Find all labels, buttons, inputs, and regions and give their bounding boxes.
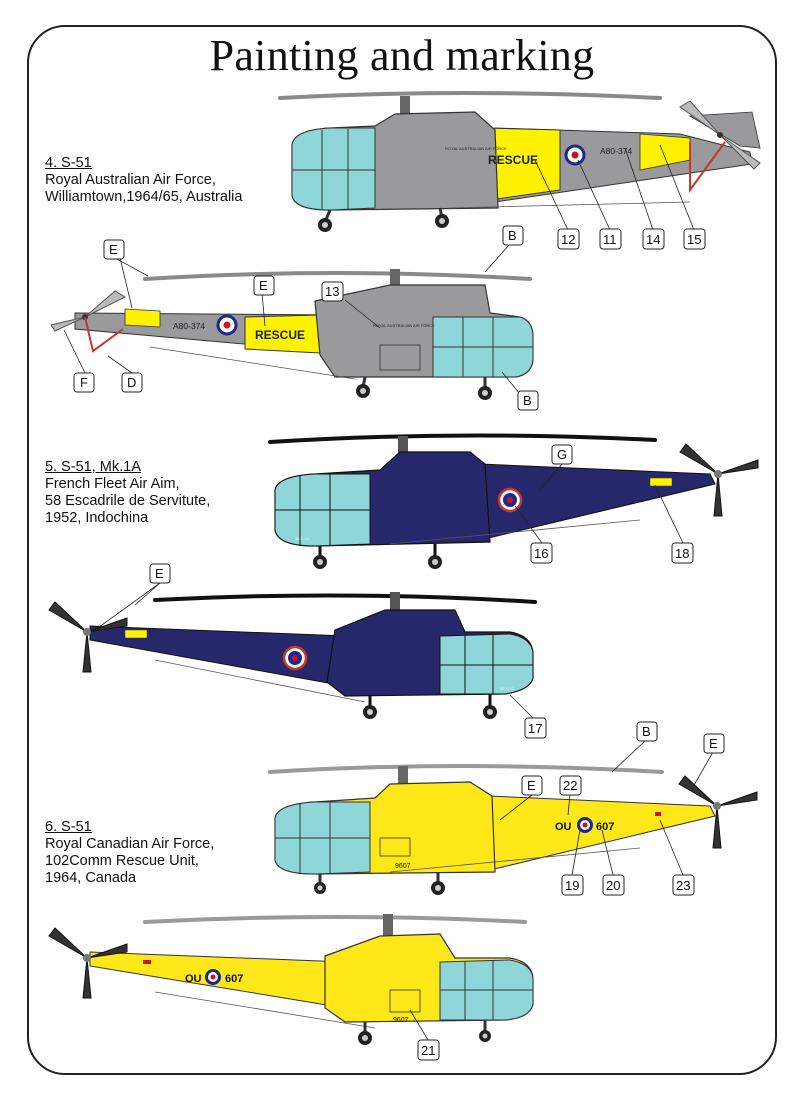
scheme-5-line-2: 58 Escadrile de Servitute, <box>45 493 211 509</box>
callout-13: 13 <box>321 281 344 302</box>
svg-text:B: B <box>642 724 651 739</box>
callout-e: E <box>103 239 125 260</box>
serial-decal: A80-374 <box>600 146 632 156</box>
leader-lines <box>63 144 714 1041</box>
callout-16: 16 <box>530 542 553 564</box>
callout-e: E <box>521 775 543 796</box>
svg-text:15: 15 <box>687 232 701 247</box>
svg-text:21: 21 <box>421 1043 435 1058</box>
serial-decal: 9607 <box>395 863 411 870</box>
code-right-decal: 607 <box>596 821 614 833</box>
callout-12: 12 <box>557 228 580 250</box>
scheme-4-line-2: Williamtown,1964/65, Australia <box>45 189 243 205</box>
svg-text:16: 16 <box>534 546 548 561</box>
callout-e: E <box>703 733 725 754</box>
scheme-6-line-3: 1964, Canada <box>45 870 137 886</box>
code-decal: 58.S.10 <box>500 686 515 691</box>
callout-15: 15 <box>683 228 706 250</box>
callout-f: F <box>73 372 95 393</box>
svg-text:B: B <box>508 228 517 243</box>
svg-text:20: 20 <box>606 878 620 893</box>
scheme-6-line-1: Royal Canadian Air Force, <box>45 836 215 852</box>
scheme-6-caption: 6. S-51 Royal Canadian Air Force, 102Com… <box>45 819 214 887</box>
svg-text:13: 13 <box>325 284 339 299</box>
scheme-6-heading: 6. S-51 <box>45 819 92 835</box>
code-left-decal: OU <box>555 821 572 833</box>
callout-e: E <box>253 275 275 296</box>
callout-22: 22 <box>559 775 582 796</box>
svg-text:E: E <box>259 278 268 293</box>
svg-text:E: E <box>109 242 118 257</box>
serial-decal: 9607 <box>393 1017 409 1024</box>
callout-14: 14 <box>642 228 665 250</box>
callout-b: B <box>636 721 658 742</box>
code-right-decal: 607 <box>225 973 243 985</box>
serial-decal: A80-374 <box>173 321 205 331</box>
scheme-5-helicopter-right-side: 58.S.10 <box>268 433 759 569</box>
scheme-6-helicopter-left-side: OU 607 9607 <box>48 914 534 1045</box>
scheme-4-heading: 4. S-51 <box>45 155 92 171</box>
svg-text:12: 12 <box>561 232 575 247</box>
svg-text:D: D <box>127 375 136 390</box>
svg-text:22: 22 <box>563 778 577 793</box>
rescue-decal: RESCUE <box>255 328 305 342</box>
callout-d: D <box>121 372 143 393</box>
svg-text:F: F <box>80 375 88 390</box>
scheme-5-heading: 5. S-51, Mk.1A <box>45 459 141 475</box>
callout-b: B <box>517 390 539 411</box>
page-title: Painting and marking <box>209 31 595 80</box>
svg-text:11: 11 <box>603 232 617 247</box>
svg-text:17: 17 <box>528 721 542 736</box>
code-decal: 58.S.10 <box>295 536 310 541</box>
svg-text:18: 18 <box>675 546 689 561</box>
callout-11: 11 <box>599 228 622 250</box>
callout-b: B <box>502 225 524 246</box>
callout-21: 21 <box>417 1039 440 1061</box>
svg-text:E: E <box>709 736 718 751</box>
scheme-5-line-3: 1952, Indochina <box>45 510 149 526</box>
rescue-decal: RESCUE <box>488 153 538 167</box>
scheme-5-helicopter-left-side: 58.S.10 <box>48 592 537 719</box>
scheme-6-line-2: 102Comm Rescue Unit, <box>45 853 199 869</box>
callout-17: 17 <box>524 717 547 739</box>
svg-text:B: B <box>523 393 532 408</box>
scheme-4-helicopter-left-side: RESCUE A80-374 ROYAL AUSTRALIAN AIR FORC… <box>50 269 534 400</box>
callout-19: 19 <box>561 874 584 896</box>
svg-text:E: E <box>527 778 536 793</box>
callout-23: 23 <box>672 874 695 896</box>
svg-text:23: 23 <box>676 878 690 893</box>
svg-text:14: 14 <box>646 232 660 247</box>
small-text-decal: ROYAL AUSTRALIAN AIR FORCE <box>445 146 507 151</box>
scheme-4-helicopter-right-side: RESCUE A80-374 ROYAL AUSTRALIAN AIR FORC… <box>278 91 761 232</box>
code-left-decal: OU <box>185 973 202 985</box>
scheme-5-line-1: French Fleet Air Aim, <box>45 476 180 492</box>
scheme-6-helicopter-right-side: OU 607 9607 <box>268 764 758 895</box>
callout-g: G <box>551 444 573 465</box>
svg-text:E: E <box>155 566 164 581</box>
scheme-4-line-1: Royal Australian Air Force, <box>45 172 216 188</box>
small-text-decal: ROYAL AUSTRALIAN AIR FORCE <box>373 323 435 328</box>
callout-20: 20 <box>602 874 625 896</box>
svg-text:G: G <box>557 447 567 462</box>
callout-18: 18 <box>671 542 694 564</box>
scheme-4-caption: 4. S-51 Royal Australian Air Force, Will… <box>45 155 242 206</box>
svg-text:19: 19 <box>565 878 579 893</box>
callout-e: E <box>149 563 171 584</box>
scheme-5-caption: 5. S-51, Mk.1A French Fleet Air Aim, 58 … <box>45 459 210 527</box>
